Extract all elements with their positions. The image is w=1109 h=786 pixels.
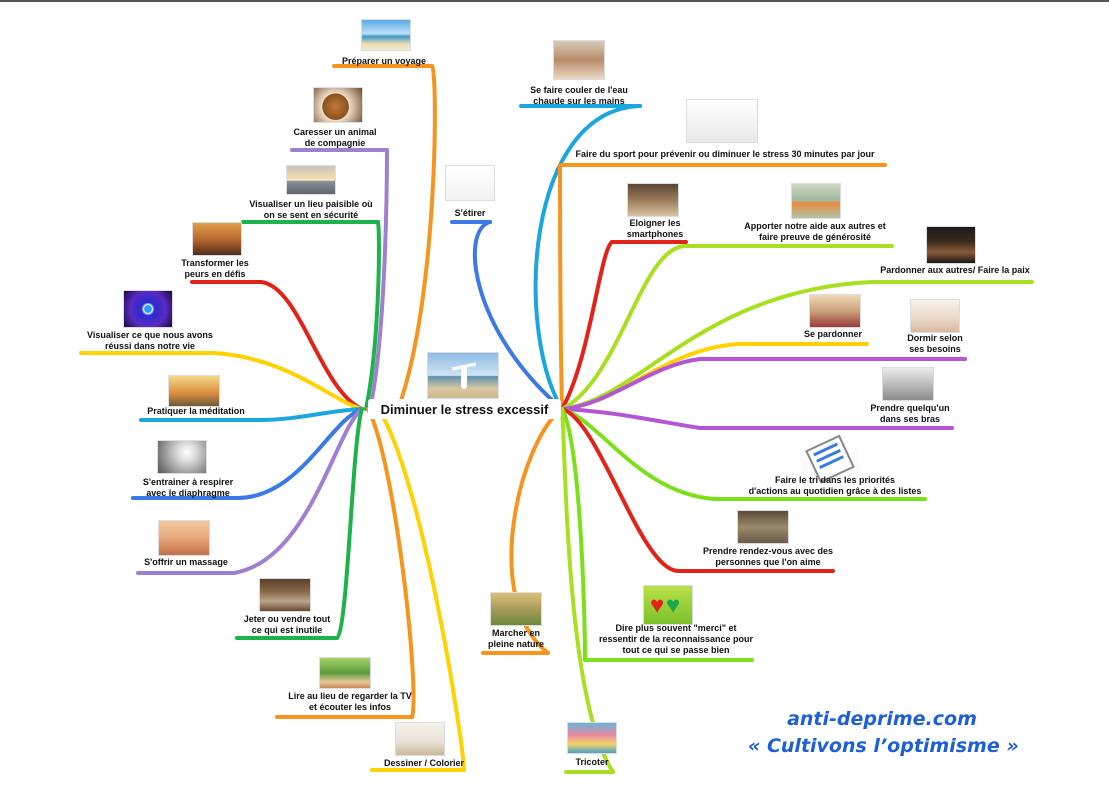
reading-photo <box>319 657 371 689</box>
smartphone-photo <box>627 183 679 217</box>
central-topic-label: Diminuer le stress excessif <box>380 401 549 417</box>
right-branch-0-label[interactable]: S'étirer <box>454 208 486 218</box>
branch-lines <box>79 64 1034 774</box>
right-branch-11-label[interactable]: Dire plus souvent "merci" et ressentir d… <box>598 623 754 655</box>
hug-photo <box>882 367 934 401</box>
breathing-photo <box>157 440 207 474</box>
left-branch-6-label[interactable]: S'entrainer à respirer avec le diaphragm… <box>142 477 234 498</box>
clutter-photo <box>259 578 311 612</box>
writing-photo <box>809 294 861 328</box>
right-branch-13-label[interactable]: Tricoter <box>575 757 609 767</box>
right-branch-1-label[interactable]: Se faire couler de l'eau chaude sur les … <box>530 85 628 106</box>
right-branch-10-label[interactable]: Prendre rendez-vous avec des personnes q… <box>702 546 834 567</box>
right-branch-7-connector <box>560 357 702 411</box>
sleeping-photo <box>910 299 960 333</box>
right-branch-8-label[interactable]: Prendre quelqu'un dans ses bras <box>870 403 950 424</box>
left-branch-5-connector <box>256 407 364 422</box>
left-branch-4-label[interactable]: Visualiser ce que nous avons réussi dans… <box>87 330 213 351</box>
right-branch-3-connector <box>560 240 614 411</box>
left-branch-6-connector <box>235 407 364 500</box>
right-branch-2-connector <box>558 163 564 411</box>
target-photo <box>123 290 173 328</box>
left-branch-9-label[interactable]: Lire au lieu de regarder la TV et écoute… <box>288 691 412 712</box>
right-branch-11-connector <box>560 407 587 662</box>
hearts-photo: ♥♥ <box>643 585 693 625</box>
top-border <box>0 0 1109 2</box>
left-branch-0-connector <box>396 64 437 411</box>
beach-photo <box>361 19 411 51</box>
hands-water-photo <box>553 40 605 80</box>
left-branch-7-label[interactable]: S'offrir un massage <box>144 557 228 567</box>
right-branch-3-label[interactable]: Eloigner les smartphones <box>626 218 684 239</box>
massage-photo <box>158 520 210 556</box>
right-branch-12-label[interactable]: Marcher en pleine nature <box>487 628 544 649</box>
right-branch-8-connector <box>560 407 702 430</box>
right-branch-0-connector <box>472 220 564 411</box>
left-branch-8-connector <box>335 407 364 640</box>
brand-slogan: « Cultivons l’optimisme » <box>748 735 1019 757</box>
left-branch-5-label[interactable]: Pratiquer la méditation <box>147 406 245 416</box>
left-branch-3-label[interactable]: Transformer les peurs en défis <box>181 258 249 279</box>
right-branch-1-connector <box>533 104 642 411</box>
left-branch-10-connector <box>376 407 466 772</box>
left-branch-7-connector <box>232 407 364 575</box>
right-branch-12-connector <box>509 407 564 655</box>
checklist-icon <box>801 434 859 484</box>
left-branch-1-label[interactable]: Caresser un animal de compagnie <box>293 127 377 148</box>
flower-gift-photo <box>791 183 841 219</box>
central-topic[interactable]: Diminuer le stress excessif <box>368 399 561 419</box>
runner-photo <box>686 99 758 143</box>
left-branch-0-label[interactable]: Préparer un voyage <box>341 56 427 66</box>
right-branch-10-connector <box>560 407 680 573</box>
right-branch-4-label[interactable]: Apporter notre aide aux autres et faire … <box>744 221 886 242</box>
walking-nature-photo <box>490 592 542 626</box>
friends-photo <box>737 510 789 544</box>
left-branch-2-connector <box>364 220 381 411</box>
jumping-person-photo <box>192 222 242 256</box>
meditation-photo <box>168 375 220 407</box>
right-branch-7-label[interactable]: Dormir selon ses besoins <box>907 333 963 354</box>
left-branch-8-label[interactable]: Jeter ou vendre tout ce qui est inutile <box>243 614 331 635</box>
right-branch-6-label[interactable]: Se pardonner <box>803 329 862 339</box>
center-image <box>427 352 499 399</box>
holding-hands-photo <box>926 226 976 264</box>
right-branch-9-connector <box>560 407 718 501</box>
brand-site[interactable]: anti-deprime.com <box>787 708 977 730</box>
knitting-photo <box>567 722 617 754</box>
right-branch-9-label[interactable]: Faire le tri dans les priorités d'action… <box>748 475 922 496</box>
right-branch-5-label[interactable]: Pardonner aux autres/ Faire la paix <box>880 265 1030 275</box>
left-branch-9-connector <box>366 407 416 719</box>
right-branch-4-connector <box>560 244 686 411</box>
stretching-photo <box>445 165 495 201</box>
left-branch-4-connector <box>212 351 364 411</box>
left-branch-2-label[interactable]: Visualiser un lieu paisible où on se sen… <box>249 199 373 220</box>
left-branch-10-label[interactable]: Dessiner / Colorier <box>383 758 465 768</box>
sunset-sea-photo <box>286 165 336 195</box>
left-branch-1-connector <box>368 148 389 411</box>
drawing-photo <box>395 722 445 756</box>
right-branch-2-label[interactable]: Faire du sport pour prévenir ou diminuer… <box>575 149 875 159</box>
dog-photo <box>313 87 363 123</box>
left-branch-3-connector <box>259 280 364 411</box>
